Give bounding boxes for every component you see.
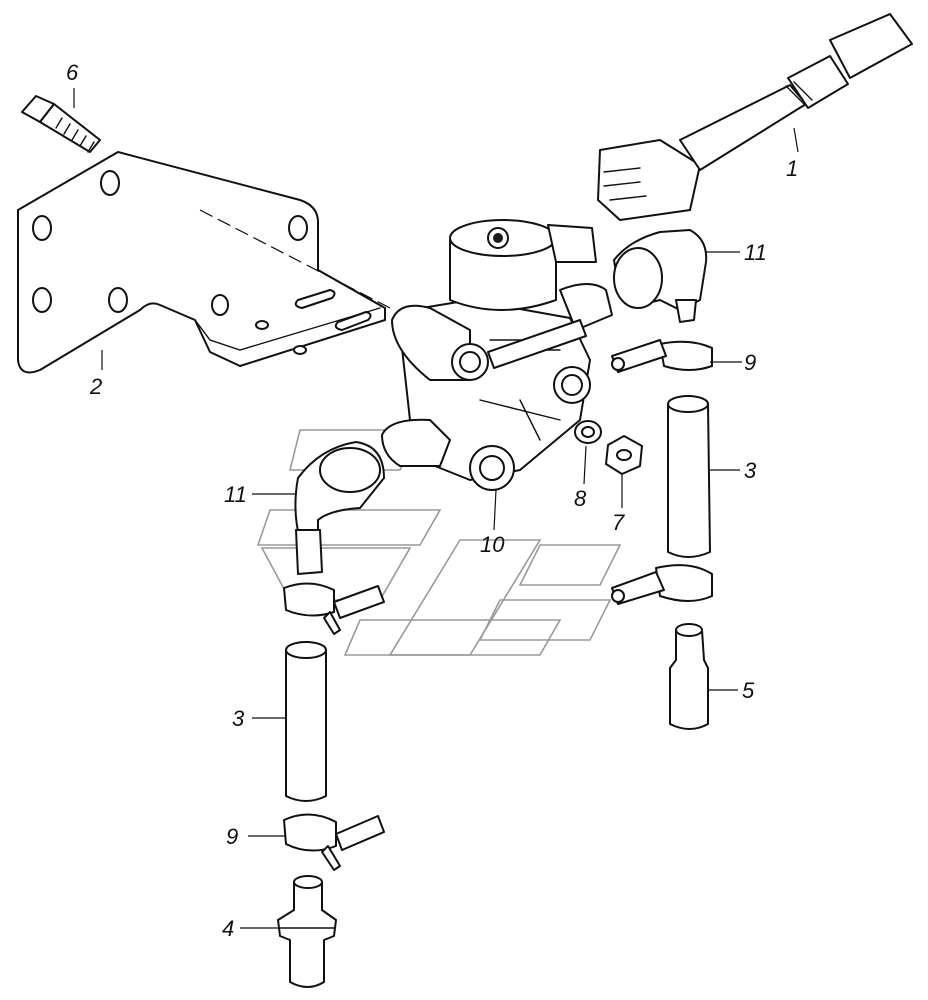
callout-3-left: 3 (232, 706, 245, 731)
alignment-line (199, 209, 391, 309)
hose-clamp-left-lower (283, 813, 385, 871)
hose-clamp-right-upper (611, 339, 713, 373)
callout-2: 2 (89, 374, 102, 399)
callout-3-right: 3 (744, 458, 757, 483)
callout-10: 10 (480, 532, 505, 557)
callout-4: 4 (222, 916, 234, 941)
callout-9-lower: 9 (226, 824, 238, 849)
nut (605, 435, 643, 475)
hose-clamp-left-upper (283, 582, 385, 635)
elbow-fitting-upper (613, 229, 708, 323)
elbow-fitting-lower (294, 441, 385, 575)
callout-7: 7 (612, 510, 625, 535)
hose-left (285, 641, 327, 802)
callout-11-upper: 11 (744, 240, 767, 265)
callout-5: 5 (742, 678, 755, 703)
hose-right (667, 395, 711, 558)
bolt (21, 95, 101, 153)
callout-9-upper: 9 (744, 350, 756, 375)
leader-lines (73, 88, 799, 929)
wiring-harness (597, 13, 913, 221)
callout-8: 8 (574, 486, 587, 511)
mounting-bracket (17, 151, 386, 374)
callout-6: 6 (66, 60, 79, 85)
callout-11-lower: 11 (224, 482, 247, 507)
washer (574, 420, 602, 444)
pipe-connector (669, 623, 709, 730)
solenoid-valve (381, 219, 613, 491)
callout-labels: 6 2 1 11 9 3 5 11 3 9 4 10 8 7 (66, 60, 798, 941)
hose-clamp-right-lower (611, 564, 713, 605)
threaded-fitting (277, 875, 337, 988)
callout-1: 1 (786, 156, 798, 181)
